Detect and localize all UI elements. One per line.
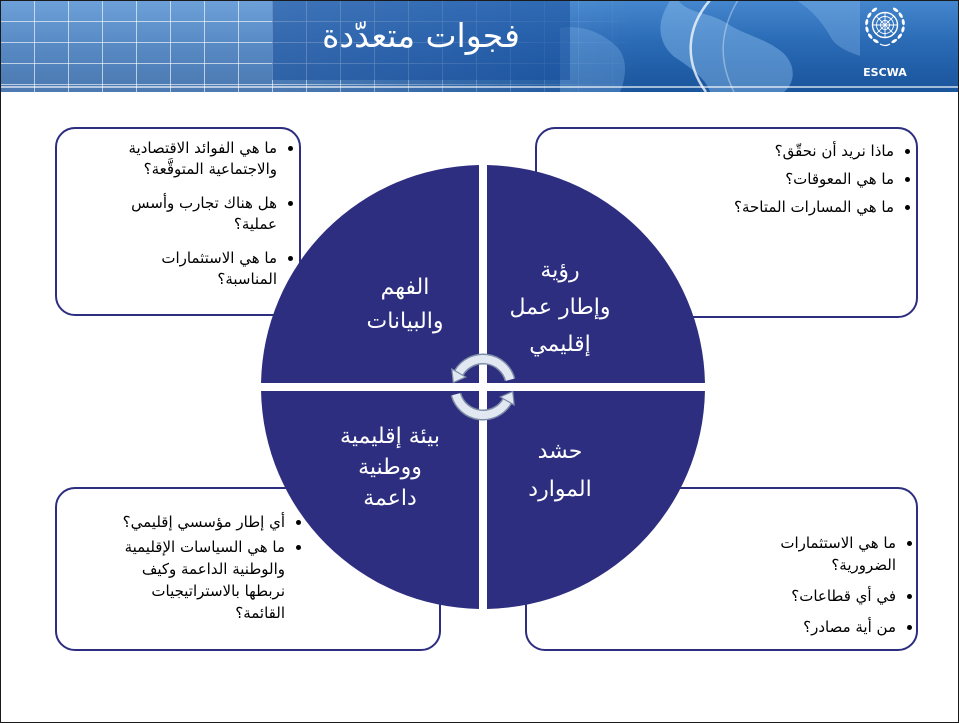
circular-arrows-icon — [450, 353, 516, 421]
question-item: ما هي الفوائد الاقتصادية والاجتماعية الم… — [128, 138, 277, 180]
arrow-bottom-body — [452, 392, 511, 419]
quadrant-label-vision-framework: رؤية وإطار عمل إقليمي — [509, 258, 611, 357]
question-item: هل هناك تجارب وأسس عملية؟ — [128, 193, 277, 235]
slide-header: فجوات متعدّدة — [0, 0, 959, 92]
world-map-graphic — [560, 0, 860, 92]
question-item: في أي قطاعات؟ — [780, 585, 896, 607]
escwa-logo: ESCWA — [860, 2, 910, 88]
arrow-top-head — [451, 367, 468, 384]
title-panel: فجوات متعدّدة — [272, 0, 570, 80]
questions-box-resource-mobilization: ما هي الاستثمارات الضرورية؟ في أي قطاعات… — [525, 487, 918, 651]
question-item: ما هي الاستثمارات المناسبة؟ — [128, 248, 277, 290]
map-landmass — [660, 0, 793, 92]
arrow-bottom-outline — [450, 392, 513, 421]
question-item: ما هي المعوقات؟ — [734, 169, 894, 190]
arrow-bottom-head — [498, 390, 515, 407]
question-item: ماذا نريد أن نحقّق؟ — [734, 141, 894, 162]
question-item: ما هي المسارات المتاحة؟ — [734, 197, 894, 218]
question-item: ما هي السياسات الإقليمية والوطنية الداعم… — [123, 536, 285, 624]
quadrant-label-understanding-data: الفهم والبيانات — [366, 275, 444, 334]
globe-arc — [689, 0, 711, 92]
question-item: من أية مصادر؟ — [780, 616, 896, 638]
globe-arc — [722, 0, 739, 92]
questions-list: أي إطار مؤسسي إقليمي؟ ما هي السياسات الإ… — [123, 511, 301, 624]
questions-box-understanding-data: ما هي الفوائد الاقتصادية والاجتماعية الم… — [55, 127, 301, 316]
quadrant-label-enabling-environment: بيئة إقليمية ووطنية داعمة — [340, 424, 440, 511]
map-landmass — [560, 27, 625, 92]
questions-list: ما هي الفوائد الاقتصادية والاجتماعية الم… — [128, 138, 293, 290]
map-landmass — [796, 0, 860, 56]
questions-list: ماذا نريد أن نحقّق؟ ما هي المعوقات؟ ما ه… — [734, 141, 910, 218]
question-item: أي إطار مؤسسي إقليمي؟ — [123, 511, 285, 533]
question-item: ما هي الاستثمارات الضرورية؟ — [780, 532, 896, 576]
slide-title: فجوات متعدّدة — [322, 16, 520, 55]
un-emblem-icon — [865, 7, 905, 47]
quadrant-label-resource-mobilization: حشد الموارد — [528, 439, 592, 502]
logo-label: ESCWA — [863, 66, 907, 79]
header-rule — [0, 86, 959, 88]
questions-list: ما هي الاستثمارات الضرورية؟ في أي قطاعات… — [780, 532, 912, 638]
